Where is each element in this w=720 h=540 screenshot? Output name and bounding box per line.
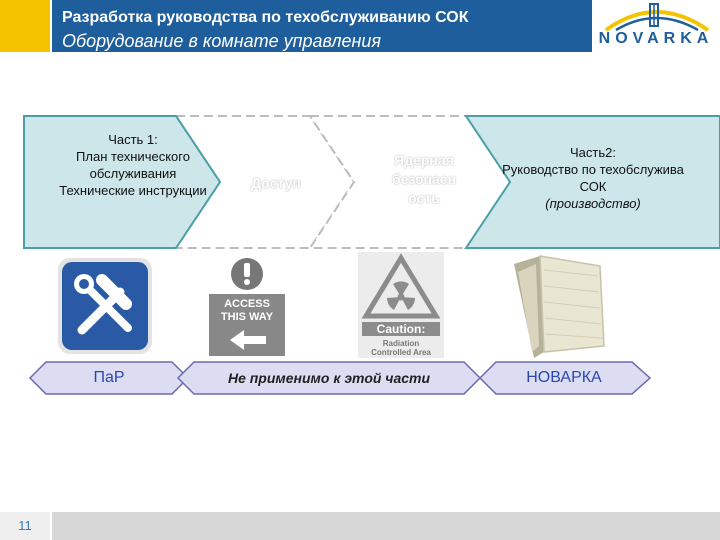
- phase-4-line: Руководство по техобслужива: [502, 162, 684, 177]
- phase-2-text: Доступ: [236, 174, 316, 193]
- arrow-3-shape: [478, 361, 652, 395]
- access-sign-line: THIS WAY: [220, 311, 274, 323]
- page-subtitle: Оборудование в комнате управления: [62, 31, 382, 51]
- phase-4-text: Часть2: Руководство по техобслужива СОК …: [466, 144, 720, 212]
- phase-1-text: Часть 1: План технического обслуживания …: [24, 131, 242, 199]
- radiation-sign-line: Radiation: [382, 339, 420, 348]
- page-number-box: 11: [0, 512, 50, 540]
- arrow-label-par: ПаР: [93, 369, 125, 386]
- phase-1-line: Технические инструкции: [59, 183, 207, 198]
- phase-1-line: Часть 1:: [108, 132, 158, 147]
- phase-4-shape: [464, 115, 720, 249]
- arrow-label-not-applicable: Не применимо к этой части: [227, 370, 431, 386]
- header-bar: Разработка руководства по техобслуживани…: [52, 0, 592, 52]
- phase-3-line: Ядерная: [394, 152, 454, 168]
- phase-1-line: обслуживания: [89, 166, 177, 181]
- novarka-logo: NOVARKA: [596, 0, 720, 52]
- radiation-sign-line: Controlled Area: [371, 348, 431, 357]
- phase-1-shape: [23, 115, 222, 249]
- phase-4-italic-line: (производство): [545, 196, 641, 211]
- phase-3-line: ость: [408, 190, 440, 206]
- logo-text: NOVARKA: [598, 30, 714, 47]
- phase-3-line: безопасн: [391, 171, 457, 187]
- radiation-sign-icon: Caution: Radiation Controlled Area: [358, 252, 444, 358]
- access-sign-line: ACCESS: [224, 298, 270, 310]
- phase-4-line: СОК: [579, 179, 607, 194]
- radiation-sign-graphic: [358, 252, 444, 358]
- page-number: 11: [18, 518, 32, 533]
- page-title: Разработка руководства по техобслуживани…: [62, 9, 469, 26]
- access-sign-graphic: [209, 258, 285, 356]
- arrow-label-novarka: НОВАРКА: [526, 369, 602, 386]
- access-sign-text: ACCESS THIS WAY: [208, 298, 286, 324]
- phase-2-line: Доступ: [251, 175, 301, 191]
- radiation-caution-text: Caution:: [376, 322, 426, 336]
- hammer-wrench-icon: [58, 258, 152, 354]
- phase-1-line: План технического: [76, 149, 190, 164]
- footer-bar: [52, 512, 720, 540]
- manual-book-icon: [514, 255, 605, 358]
- header-accent-block: [0, 0, 50, 52]
- radiation-sign-text: Radiation Controlled Area: [358, 339, 444, 357]
- phase-3-text: Ядерная безопасн ость: [374, 151, 474, 208]
- responsibility-arrows: [28, 361, 652, 395]
- phase-4-line: Часть2:: [570, 145, 616, 160]
- access-sign-icon: ACCESS THIS WAY: [208, 254, 286, 358]
- phase-diagram: [23, 115, 720, 249]
- logo-arch-icon: [604, 3, 710, 32]
